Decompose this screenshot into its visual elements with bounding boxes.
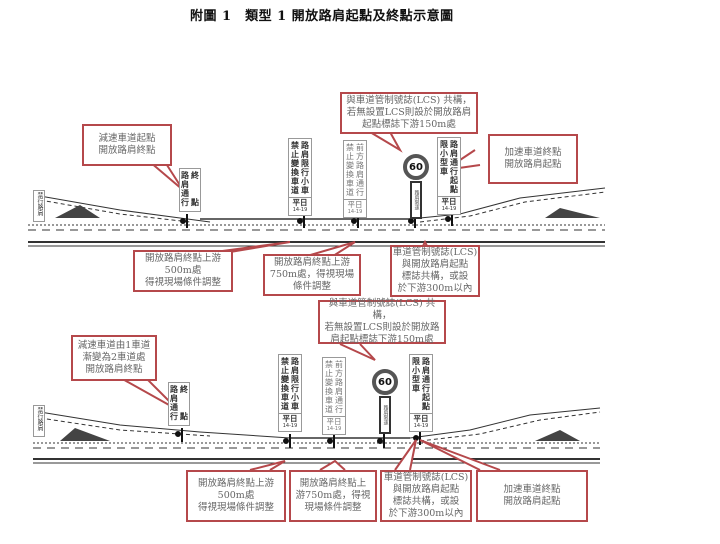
callout-line: 車道管制號誌(LCS) <box>392 247 478 258</box>
callout-line: 漸變為2車道處 <box>82 352 146 363</box>
callout-line: 750m處，得視現場 <box>269 269 355 280</box>
bottom-road <box>33 407 601 464</box>
callout-decel-lane-bottom: 減速車道由1車道 漸變為2車道處 開放路肩終點 <box>71 335 157 381</box>
callout-lcs-300-bottom: 車道管制號誌(LCS) 與開放路肩起點 標誌共構，或設 於下游300m以內 <box>380 470 472 522</box>
sign-time: 平日 <box>326 417 342 426</box>
callout-upstream-750-bottom: 開放路肩終點上 游750m處，得視 現場條件調整 <box>289 470 377 522</box>
sign-hours: 14-19 <box>347 209 363 215</box>
sign-text: 路肩通行起點 <box>449 140 459 194</box>
sign-text: 前方路肩通行 <box>355 143 365 197</box>
sign-text: 禁止變換車道 <box>324 360 334 414</box>
callout-line: 標誌共構，或設 <box>392 496 460 507</box>
callout-line: 標誌共構，或設 <box>401 271 469 282</box>
callout-line: 開放路肩終點上游 <box>197 478 274 489</box>
sign-text: 路肩通行 <box>180 171 190 207</box>
shoulder-end-sign-bottom: 路肩通行 終 點 <box>168 382 190 426</box>
sign-posts <box>175 212 453 448</box>
callout-line: 起點標誌下游150m處 <box>362 119 456 130</box>
speed-limit-sign-bottom: 60 <box>372 369 398 395</box>
callout-upstream-750-top: 開放路肩終點上游 750m處，得視現場 條件調整 <box>263 254 361 296</box>
sign-time: 平日 <box>292 198 308 207</box>
sign-time: 平日 <box>282 414 298 423</box>
speed-subplate-bottom: 路肩限速 <box>379 396 391 434</box>
callout-upstream-500-top: 開放路肩終點上游 500m處 得視現場條件調整 <box>133 250 233 292</box>
sign-time: 平日 <box>347 200 363 209</box>
callout-line: 加速車道終點 <box>504 147 562 158</box>
sign-time: 平日 <box>413 414 429 423</box>
callout-line: 得視現場條件調整 <box>197 502 274 513</box>
callout-line: 開放路肩終點上游 <box>144 253 221 264</box>
callout-line: 開放路肩終點 <box>85 364 143 375</box>
speed-limit-sign-top: 60 <box>403 154 429 180</box>
callout-line: 得視現場條件調整 <box>144 277 221 288</box>
sign-hours: 14-19 <box>326 426 342 432</box>
callout-accel-end-top: 加速車道終點 開放路肩起點 <box>488 134 578 184</box>
callout-line: 若無設置LCS則設於開放路肩 <box>346 107 472 118</box>
sign-hours: 14-19 <box>292 207 308 213</box>
sign-text: 限小型車 <box>411 357 421 393</box>
callout-lcs-300-top: 車道管制號誌(LCS) 與開放路肩起點 標誌共構，或設 於下游300m以內 <box>390 245 480 297</box>
callout-decel-start-top: 減速車道起點 開放路肩終點 <box>82 124 172 166</box>
callout-line: 減速車道由1車道 <box>77 340 151 351</box>
sign-text: 禁止變換車道 <box>280 357 290 411</box>
sign-text: 限小型車 <box>439 140 449 176</box>
sign-text: 路肩限行小車 <box>290 357 300 411</box>
sign-text: 路肩限行小車 <box>300 141 310 195</box>
sign-text: 終 點 <box>179 385 189 421</box>
callout-line: 開放路肩起點 <box>504 159 562 170</box>
sign-text: 終 點 <box>190 171 200 207</box>
sign-text: 禁止變換車道 <box>290 141 300 195</box>
callout-line: 開放路肩終點上 <box>299 478 367 489</box>
no-shoulder-sign-top: 禁行路肩 <box>33 190 45 222</box>
shoulder-end-sign-top: 路肩通行 終 點 <box>179 168 201 212</box>
callout-line: 游750m處，得視 <box>295 490 371 501</box>
callout-line: 於下游300m以內 <box>388 508 464 519</box>
sign-text: 禁止變換車道 <box>345 143 355 197</box>
no-shoulder-sign-bottom: 禁行路肩 <box>33 405 45 437</box>
callout-line: 於下游300m以內 <box>397 283 473 294</box>
sign-hours: 14-19 <box>282 423 298 429</box>
callout-line: 肩起點標誌下游150m處 <box>330 334 434 345</box>
callout-line: 若無設置LCS則設於開放路 <box>324 322 440 333</box>
callout-line: 現場條件調整 <box>304 502 362 513</box>
sign-text: 路肩通行 <box>169 385 179 421</box>
sign-hours: 14-19 <box>413 423 429 429</box>
figure-title: 附圖 1 類型 1 開放路肩起點及終點示意圖 <box>190 9 454 24</box>
callout-line: 開放路肩終點 <box>98 145 156 156</box>
sign-hours: 14-19 <box>441 206 457 212</box>
callout-line: 開放路肩起點 <box>503 496 561 507</box>
callout-accel-end-bottom: 加速車道終點 開放路肩起點 <box>476 470 588 522</box>
sign-time: 平日 <box>441 197 457 206</box>
callout-lcs-shared-bottom: 與車道管制號誌(LCS) 共構， 若無設置LCS則設於開放路 肩起點標誌下游15… <box>318 298 446 345</box>
callout-line: 加速車道終點 <box>503 484 561 495</box>
callout-line: 減速車道起點 <box>98 133 156 144</box>
sign-text: 路肩通行起點 <box>421 357 431 411</box>
callout-line: 車道管制號誌(LCS) <box>383 472 469 483</box>
callout-upstream-500-bottom: 開放路肩終點上游 500m處 得視現場條件調整 <box>186 470 286 522</box>
callout-line: 條件調整 <box>292 281 331 292</box>
callout-line: 與開放路肩起點 <box>392 484 460 495</box>
callout-line: 與開放路肩起點 <box>401 259 469 270</box>
speed-subplate-top: 路肩限速 <box>410 181 422 219</box>
callout-line: 開放路肩終點上游 <box>273 257 350 268</box>
callout-line: 與車道管制號誌(LCS) 共構， <box>346 95 472 106</box>
callout-lcs-shared-top: 與車道管制號誌(LCS) 共構， 若無設置LCS則設於開放路肩 起點標誌下游15… <box>340 92 478 134</box>
callout-line: 與車道管制號誌(LCS) 共構， <box>328 298 436 321</box>
callout-line: 500m處 <box>217 490 255 501</box>
top-road <box>28 187 606 247</box>
sign-text: 前方路肩通行 <box>334 360 344 414</box>
callout-line: 500m處 <box>164 265 202 276</box>
